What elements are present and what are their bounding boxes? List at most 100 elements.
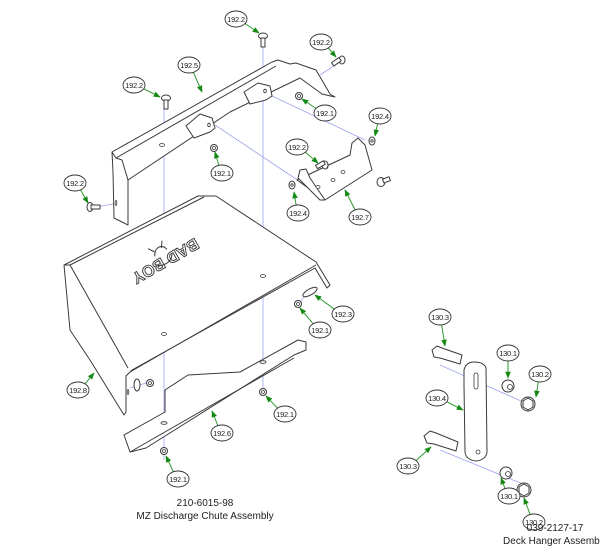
callout-192-2: 192.2 <box>63 174 89 204</box>
chute-assembly-name: MZ Discharge Chute Assembly <box>136 511 274 522</box>
callout-label: 192.7 <box>351 213 369 222</box>
chute-cover-192-8: BAD BOY <box>63 195 331 416</box>
callout-balloon <box>348 208 372 226</box>
lower-plate-192-6 <box>123 339 307 453</box>
callout-label: 192.2 <box>125 81 143 90</box>
chute-part-number: 210-6015-98 <box>176 498 234 509</box>
callout-label: 130.3 <box>399 462 417 471</box>
leader-line <box>326 46 337 58</box>
leader-line <box>83 372 95 386</box>
leader-line <box>292 191 298 207</box>
callout-balloon <box>66 381 90 399</box>
callout-192-5: 192.5 <box>177 56 203 93</box>
callout-label: 192.6 <box>213 429 231 438</box>
callout-label: 192.1 <box>213 169 231 178</box>
callout-130-2: 130.2 <box>522 497 546 531</box>
leader-line <box>299 307 315 326</box>
callout-label: 192.2 <box>227 15 245 24</box>
callout-label: 192.8 <box>69 386 87 395</box>
callout-130-4: 130.4 <box>425 389 464 411</box>
callout-layer: 192.1 192.1 192.1 192.1 192.1 192.2 192.2 192.2… <box>63 10 552 531</box>
callout-192-3: 192.3 <box>314 294 355 323</box>
leader-line <box>301 98 318 110</box>
callout-192-1: 192.1 <box>165 455 190 488</box>
callout-balloon <box>177 56 201 74</box>
leader-line <box>373 122 380 137</box>
callout-label: 130.1 <box>499 349 517 358</box>
leader-line <box>444 400 464 411</box>
callout-balloon <box>522 513 546 531</box>
callout-balloon <box>313 104 337 122</box>
leader-line <box>303 150 319 164</box>
callout-balloon <box>368 107 392 125</box>
deck-hanger-parts <box>423 345 536 498</box>
leader-line <box>192 71 203 93</box>
callout-label: 192.1 <box>169 475 187 484</box>
washer-192-3 <box>302 286 318 298</box>
callout-label: 192.4 <box>371 112 389 121</box>
u-bracket-192-7 <box>296 137 373 201</box>
callout-balloon <box>308 321 332 339</box>
callout-label: 130.1 <box>500 492 518 501</box>
callout-label: 130.2 <box>531 370 549 379</box>
callout-balloon <box>331 305 355 323</box>
callout-192-8: 192.8 <box>66 372 95 399</box>
leader-line <box>141 87 161 98</box>
callout-192-1: 192.1 <box>210 151 234 182</box>
caption-chute-assembly: 210-6015-98 MZ Discharge Chute Assembly <box>105 497 305 523</box>
callout-balloon <box>286 204 310 222</box>
callout-130-1: 130.1 <box>497 477 521 505</box>
leader-line <box>214 151 220 167</box>
callout-192-1: 192.1 <box>301 98 337 122</box>
leader-line <box>211 410 219 427</box>
callout-130-2: 130.2 <box>528 365 552 398</box>
callout-192-4: 192.4 <box>368 107 392 137</box>
callout-label: 130.2 <box>525 518 543 527</box>
callout-label: 192.4 <box>289 209 307 218</box>
callout-balloon <box>273 405 297 423</box>
callout-192-2: 192.2 <box>122 76 161 98</box>
callout-label: 192.2 <box>288 143 306 152</box>
callout-balloon <box>122 76 146 94</box>
caption-deck-hanger-assembly: 039-2127-17 Deck Hanger Assembly <box>480 522 600 548</box>
leader-line <box>79 188 89 204</box>
leader-line <box>441 323 447 347</box>
callout-label: 192.1 <box>311 326 329 335</box>
callout-balloon <box>285 138 309 156</box>
callout-192-6: 192.6 <box>210 410 234 442</box>
leader-line <box>314 294 336 311</box>
callout-balloon <box>425 389 449 407</box>
callout-label: 130.3 <box>431 313 449 322</box>
callout-balloon <box>428 308 452 326</box>
callout-label: 130.4 <box>428 394 446 403</box>
callout-balloon <box>166 470 190 488</box>
callout-label: 192.1 <box>276 410 294 419</box>
hanger-assembly-name: Deck Hanger Assembly <box>503 536 600 547</box>
leader-line <box>500 477 506 490</box>
callout-balloon <box>396 457 420 475</box>
callout-balloon <box>528 365 552 383</box>
callout-balloon <box>210 424 234 442</box>
callout-label: 192.5 <box>180 61 198 70</box>
callout-192-2: 192.2 <box>309 33 337 58</box>
callout-balloon <box>63 174 87 192</box>
leader-line <box>165 455 175 474</box>
callout-192-1: 192.1 <box>265 395 297 423</box>
callout-label: 192.2 <box>66 179 84 188</box>
callout-192-2: 192.2 <box>285 138 319 164</box>
callout-label: 192.2 <box>312 38 330 47</box>
leader-line <box>243 22 260 34</box>
fasteners-chute <box>86 32 391 455</box>
leader-line <box>265 395 279 410</box>
callout-balloon <box>496 344 520 362</box>
callout-balloon <box>497 487 521 505</box>
callout-192-1: 192.1 <box>299 307 332 339</box>
callout-label: 192.3 <box>334 310 352 319</box>
upper-bracket-192-5 <box>111 59 336 226</box>
callout-130-3: 130.3 <box>428 308 452 347</box>
callout-balloon <box>224 10 248 28</box>
callout-label: 192.1 <box>316 109 334 118</box>
callout-130-3: 130.3 <box>396 446 432 475</box>
leader-line <box>523 497 532 516</box>
